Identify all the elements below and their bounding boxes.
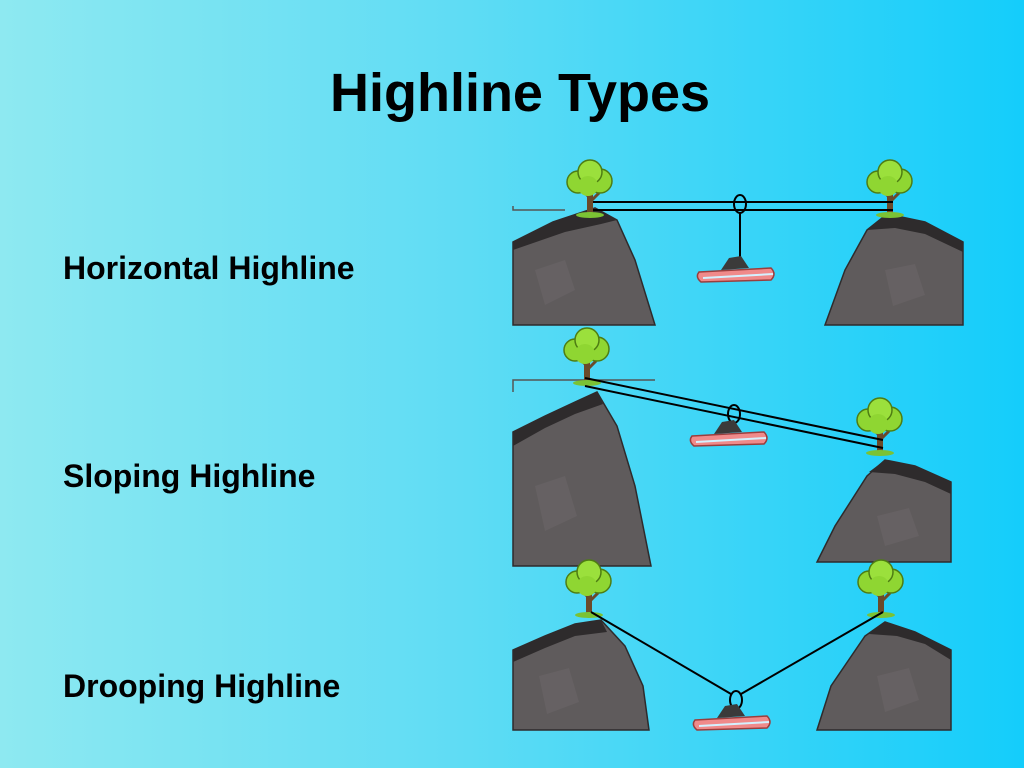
left-tree-icon [564, 558, 613, 620]
sloping-highline-label: Sloping Highline [63, 458, 316, 494]
right-tree-icon [856, 558, 905, 620]
boat-icon [696, 255, 775, 283]
right-cliff-icon [815, 621, 952, 731]
left-cliff-icon [512, 619, 650, 731]
highline-rope [590, 611, 884, 695]
drooping-highline-label: Drooping Highline [63, 668, 341, 704]
left-cliff-icon [512, 206, 657, 326]
page-title: Highline Types [329, 63, 711, 123]
drooping-highline-illustration [512, 558, 952, 731]
horizontal-highline-label: Horizontal Highline [63, 250, 355, 286]
highline-rope [584, 377, 884, 449]
right-cliff-icon [815, 459, 952, 563]
right-cliff-icon [823, 213, 964, 326]
highline-rope [593, 201, 893, 211]
boat-icon [689, 419, 768, 447]
left-cliff-icon [512, 379, 655, 567]
sloping-highline-illustration [512, 326, 952, 567]
boat-icon [692, 703, 771, 731]
horizontal-highline-illustration [512, 158, 964, 326]
